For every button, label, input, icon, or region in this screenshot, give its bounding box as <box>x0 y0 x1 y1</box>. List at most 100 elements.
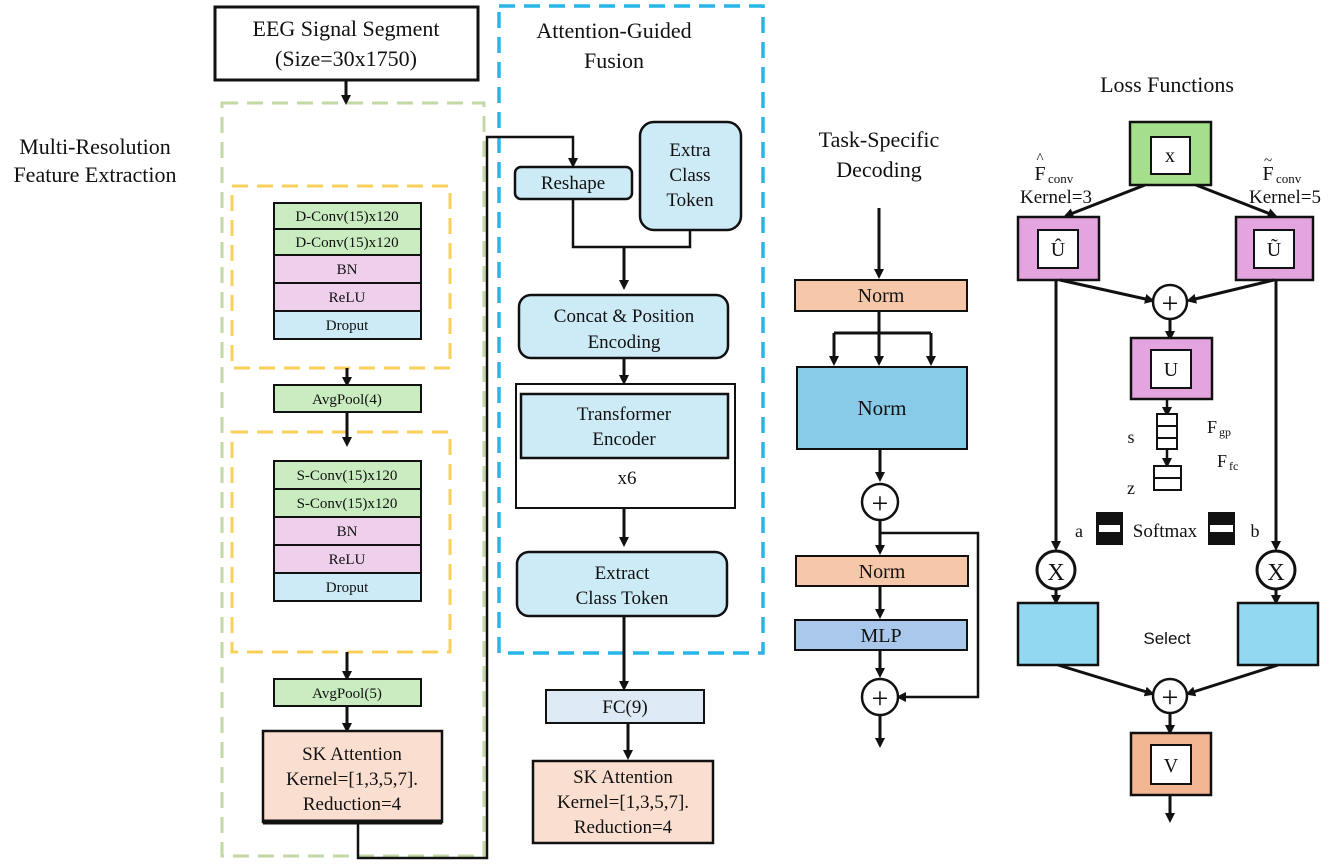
arrow-u-hat-to-sum <box>1059 278 1155 304</box>
decoding-title-line2: Decoding <box>836 157 922 182</box>
decoding-norm-lower-label: Norm <box>859 561 906 583</box>
conv2-layer-3 <box>273 516 422 546</box>
conv2-layer-2-label: S-Conv(15)x120 <box>297 496 398 512</box>
f-gp-symbol: F <box>1207 417 1217 437</box>
s-label: s <box>1127 427 1134 447</box>
f-fc-sub: fc <box>1229 459 1238 473</box>
fc-block <box>545 689 705 724</box>
conv-block-1-region <box>230 184 452 370</box>
transformer-encoder-label-2: Encoder <box>592 429 656 450</box>
sk-attention-2-label-3: Reduction=4 <box>574 817 673 838</box>
f-conv-hat-symbol: F <box>1034 163 1045 185</box>
multi-resolution-title-line1: Multi-Resolution <box>19 134 171 159</box>
decoding-norm-big <box>796 366 968 450</box>
avgpool-2-label: AvgPool(5) <box>312 686 382 702</box>
conv2-layer-5-label: Droput <box>326 580 369 596</box>
reshape-label: Reshape <box>541 173 605 194</box>
avgpool-1 <box>273 384 422 413</box>
conv1-layer-3 <box>273 254 422 284</box>
decoding-plus-2-symbol: + <box>872 682 889 715</box>
fusion-title-line2: Fusion <box>584 48 644 73</box>
extract-class-token-label-2: Class Token <box>576 588 669 609</box>
arrow-x-to-u-tilde <box>1195 183 1278 218</box>
conv1-layer-2-label: D-Conv(15)x120 <box>295 235 398 251</box>
v-inner <box>1150 744 1192 785</box>
decoding-norm-lower <box>795 555 969 587</box>
z-vector <box>1153 465 1182 491</box>
a-weight-vector <box>1096 512 1123 545</box>
f-fc-symbol: F <box>1217 451 1227 471</box>
a-label: a <box>1075 521 1083 541</box>
concat-position-label-2: Encoding <box>588 332 661 353</box>
sk-attention-1-label-2: Kernel=[1,3,5,7]. <box>286 769 418 790</box>
f-conv-tilde-kernel: Kernel=5 <box>1249 187 1321 208</box>
decoding-plus-1-symbol: + <box>872 487 889 520</box>
input-label-line1: EEG Signal Segment <box>253 16 440 41</box>
sk-attention-2 <box>531 759 715 845</box>
u-tilde-inner <box>1253 229 1295 269</box>
b-label: b <box>1251 521 1260 541</box>
sk-attention-1 <box>261 729 444 824</box>
u-label: U <box>1164 359 1179 381</box>
extra-class-token-label-1: Extra <box>669 140 711 161</box>
decoding-residual-connection <box>880 531 980 702</box>
b-weight-vector <box>1208 512 1235 545</box>
f-conv-tilde-sub: conv <box>1276 171 1302 186</box>
decoding-norm-top-label: Norm <box>858 285 905 307</box>
conv2-layer-3-label: BN <box>337 524 358 540</box>
sk-attention-1-label-3: Reduction=4 <box>303 794 402 815</box>
decoding-mlp-label: MLP <box>860 625 901 647</box>
conv1-layer-5 <box>273 310 422 340</box>
decoding-norm-top <box>794 279 968 312</box>
sk-attention-1-label-1: SK Attention <box>302 744 402 765</box>
conv1-layer-4-label: ReLU <box>329 290 366 306</box>
selected-feature-a <box>1016 601 1100 667</box>
selected-feature-b <box>1236 601 1320 667</box>
arrow-feature-a-to-sum <box>1057 663 1155 697</box>
f-conv-hat-sub: conv <box>1048 171 1074 186</box>
conv1-layer-3-label: BN <box>337 262 358 278</box>
extra-class-token-label-2: Class <box>669 165 710 186</box>
select-label: Select <box>1143 629 1191 648</box>
v-label: V <box>1164 755 1179 777</box>
multi-resolution-title-line2: Feature Extraction <box>13 162 176 187</box>
f-conv-hat-kernel: Kernel=3 <box>1020 187 1092 208</box>
sk-sum-1-symbol: + <box>1162 287 1179 320</box>
sk-input-x-inner <box>1150 136 1191 175</box>
concat-position-label-1: Concat & Position <box>554 306 695 327</box>
extract-class-token-label-1: Extract <box>595 563 651 584</box>
fc-label: FC(9) <box>602 697 647 718</box>
sk-attention-2-label-2: Kernel=[1,3,5,7]. <box>557 792 689 813</box>
s-vector <box>1156 413 1178 450</box>
input-block <box>213 5 480 82</box>
u-inner <box>1150 349 1192 389</box>
multi-resolution-region <box>220 101 486 858</box>
conv2-layer-4-label: ReLU <box>329 552 366 568</box>
decoding-title-line1: Task-Specific <box>819 127 940 152</box>
transformer-repeat-label: x6 <box>618 468 637 489</box>
f-gp-sub: gp <box>1219 425 1231 439</box>
conv1-layer-2 <box>273 228 422 256</box>
transformer-encoder-label-1: Transformer <box>577 404 672 425</box>
conv-block-2-region <box>230 430 452 654</box>
conv2-layer-1-label: S-Conv(15)x120 <box>297 468 398 484</box>
z-label: z <box>1127 478 1135 498</box>
connector-reshape-token-merge <box>571 199 692 249</box>
sk-attention-2-label-1: SK Attention <box>573 767 673 788</box>
arrow-x-to-u-hat <box>1063 183 1146 218</box>
conv1-layer-5-label: Droput <box>326 318 369 334</box>
connector-sk1-to-reshape <box>356 135 578 860</box>
decoding-norm-big-label: Norm <box>858 396 907 420</box>
avgpool-1-label: AvgPool(4) <box>312 392 382 408</box>
fusion-region <box>497 4 765 655</box>
conv-block-2: S-Conv(15)x120 S-Conv(15)x120 BN ReLU Dr… <box>273 460 422 602</box>
loss-functions-title: Loss Functions <box>1100 72 1234 97</box>
input-label-line2: (Size=30x1750) <box>275 46 417 71</box>
arrow-u-tilde-to-sum <box>1186 278 1275 304</box>
conv-block-1: D-Conv(15)x120 D-Conv(15)x120 BN ReLU Dr… <box>273 202 422 340</box>
transformer-encoder-block <box>519 392 730 460</box>
extra-class-token-label-3: Token <box>666 190 714 211</box>
multiply-b-symbol: X <box>1267 560 1284 586</box>
u-tilde-label: Ũ <box>1267 237 1282 261</box>
